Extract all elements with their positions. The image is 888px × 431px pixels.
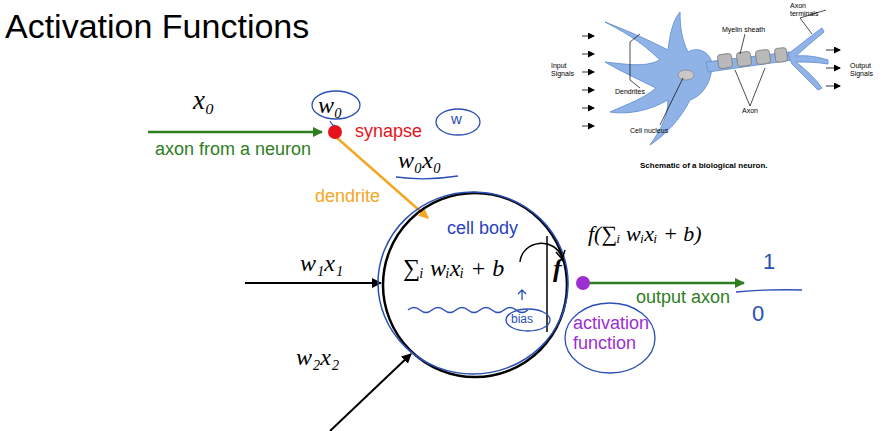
sum-formula: ∑ᵢ wᵢxᵢ + b: [403, 255, 504, 281]
neuron-part-label: Dendrites: [615, 88, 645, 96]
weight-label: w₀: [318, 92, 342, 118]
input-value: x₀: [193, 86, 214, 116]
weighted-input: w₂x₂: [296, 344, 339, 370]
handwritten-note: w: [451, 111, 462, 128]
output-axon-label: output axon: [636, 288, 730, 308]
neuron-part-label: Myelin sheath: [722, 26, 765, 34]
weighted-input: w₁x₁: [300, 250, 343, 276]
output-formula: f(∑ᵢ wᵢxᵢ + b): [588, 222, 702, 246]
handwritten-note: bias: [511, 313, 533, 326]
function-symbol: f: [553, 255, 562, 284]
axon-label: axon from a neuron: [155, 140, 311, 160]
neuron-part-label: Cell nucleus: [630, 127, 668, 135]
slide-title: Activation Functions: [5, 8, 309, 45]
dendrite-label: dendrite: [315, 187, 380, 207]
node-heading: cell body: [447, 219, 518, 239]
neuron-part-label: Input Signals: [551, 62, 579, 77]
synapse-label: synapse: [355, 122, 422, 142]
handwritten-note: 1: [763, 250, 775, 274]
neuron-part-label: Output Signals: [850, 62, 880, 77]
neuron-part-label: Axon: [742, 107, 758, 115]
activation-label: activation function: [573, 314, 665, 354]
neuron-part-label: Axon terminals: [790, 2, 826, 17]
weighted-input: w₀x₀: [398, 147, 441, 173]
handwritten-note: 0: [752, 302, 764, 326]
cell-body-circle: cell body ∑ᵢ wᵢxᵢ + b f: [383, 193, 568, 378]
figure-caption: Schematic of a biological neuron.: [640, 162, 768, 171]
